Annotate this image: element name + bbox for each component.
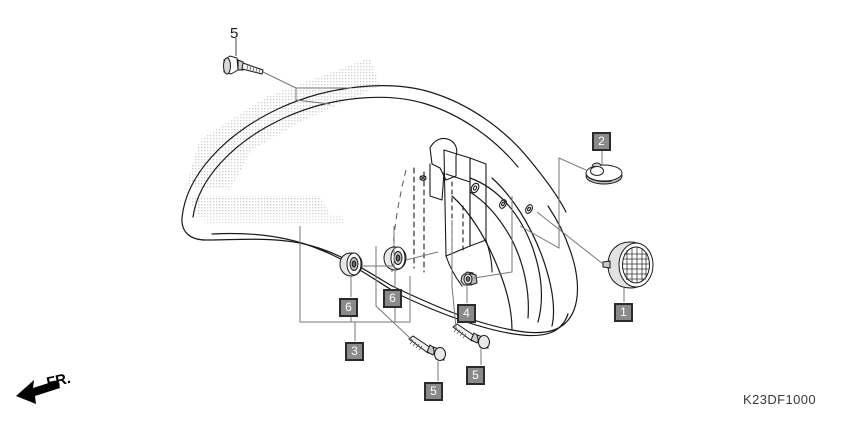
- callout-5a[interactable]: 5: [424, 382, 443, 401]
- shading-stipple: [186, 58, 380, 224]
- part-round-grommet: [602, 241, 654, 289]
- part-collar-left: [339, 252, 363, 277]
- callout-6a[interactable]: 6: [339, 298, 358, 317]
- callout-6b[interactable]: 6: [383, 289, 402, 308]
- part-collar-right: [383, 246, 407, 271]
- part-hex-nut: [460, 271, 478, 286]
- mounting-bracket: [413, 137, 493, 287]
- callout-1[interactable]: 1: [614, 303, 633, 322]
- callout-3[interactable]: 3: [345, 342, 364, 361]
- leader-lines: [235, 38, 625, 381]
- fender-bolt-holes: [419, 175, 533, 214]
- callout-5b[interactable]: 5: [466, 366, 485, 385]
- callout-4[interactable]: 4: [457, 304, 476, 323]
- fender-body: [181, 85, 579, 337]
- part-clip-grommet: [585, 162, 623, 185]
- part-flange-bolt-top: [223, 55, 264, 75]
- part-flange-bolt-left: [408, 335, 446, 361]
- callout-5-top: 5: [230, 25, 239, 42]
- front-direction-mark: FR.: [14, 368, 84, 408]
- part-flange-bolt-right: [452, 323, 490, 349]
- callout-2[interactable]: 2: [592, 132, 611, 151]
- front-direction-arrow-icon: [16, 380, 60, 404]
- part-number: K23DF1000: [743, 392, 816, 407]
